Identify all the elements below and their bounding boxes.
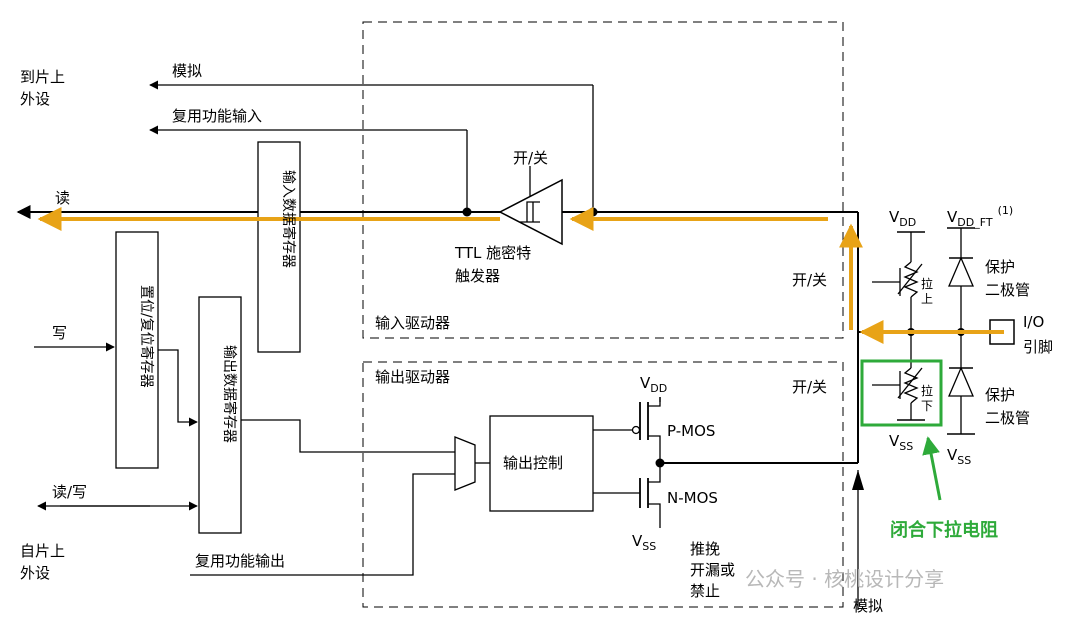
input-driver-box [362, 21, 844, 339]
pmos-transistor [631, 397, 661, 463]
nmos-transistor [639, 463, 661, 528]
label-nmos: N-MOS [667, 489, 718, 507]
label-pull-up-1: 拉 [921, 276, 933, 291]
label-read: 读 [55, 189, 70, 207]
output-driver-box [362, 361, 844, 608]
label-pull-down-1: 拉 [921, 383, 933, 398]
label-vdd-out: VDD [640, 374, 667, 395]
label-vdd-right: VDD [889, 208, 916, 229]
label-protect-diode-top-1: 保护 [985, 258, 1015, 276]
label-ttl-2: 触发器 [455, 267, 500, 285]
pull-down-resistor [872, 332, 925, 421]
label-input-data-register: 输入数据寄存器 [280, 170, 297, 268]
pull-up-resistor [872, 231, 925, 332]
label-set-reset-register: 置位/复位寄存器 [138, 285, 155, 388]
set-reset-register [115, 231, 159, 469]
label-io-1: I/O [1023, 313, 1044, 331]
label-output-control: 输出控制 [503, 454, 563, 472]
label-io-2: 引脚 [1023, 338, 1053, 356]
label-push-pull-1: 推挽 [690, 540, 720, 558]
annotation-arrow [922, 436, 942, 501]
output-control-block [489, 415, 594, 512]
label-protect-diode-bot-2: 二极管 [985, 409, 1030, 427]
label-protect-diode-bot-1: 保护 [985, 386, 1015, 404]
label-push-pull-3: 禁止 [690, 582, 720, 600]
label-vss-pd: VSS [889, 432, 913, 453]
label-alt-func-out: 复用功能输出 [195, 552, 285, 570]
protection-diode-top [947, 227, 975, 332]
annotation-pull-down: 闭合下拉电阻 [890, 519, 998, 541]
label-ttl-1: TTL 施密特 [454, 244, 531, 262]
label-from-peripheral-2: 外设 [20, 564, 50, 582]
input-data-register [257, 141, 301, 353]
label-pmos: P-MOS [667, 422, 715, 440]
label-vss-diode: VSS [947, 446, 971, 467]
protection-diode-bottom [947, 332, 975, 435]
label-from-peripheral-1: 自片上 [20, 542, 65, 560]
label-input-driver: 输入驱动器 [375, 314, 450, 332]
label-switch-top: 开/关 [513, 149, 548, 167]
pull-down-highlight [860, 359, 943, 427]
label-pull-up-2: 上 [921, 292, 933, 306]
label-analog: 模拟 [172, 62, 202, 80]
label-vss-out: VSS [632, 532, 656, 553]
schmitt-trigger [498, 166, 563, 246]
label-write: 写 [52, 324, 67, 342]
label-to-peripheral-1: 到片上 [20, 68, 65, 86]
output-data-register [198, 296, 242, 534]
label-pull-down-2: 下 [921, 399, 933, 413]
label-alt-func-in: 复用功能输入 [172, 107, 262, 125]
input-signal-path [37, 207, 1004, 344]
label-output-driver: 输出驱动器 [375, 368, 450, 386]
label-push-pull-2: 开漏或 [690, 561, 735, 579]
label-protect-diode-top-2: 二极管 [985, 281, 1030, 299]
label-switch-out: 开/关 [792, 378, 827, 396]
label-switch-mid: 开/关 [792, 271, 827, 289]
label-output-data-register: 输出数据寄存器 [221, 345, 238, 443]
label-to-peripheral-2: 外设 [20, 90, 50, 108]
watermark: 公众号 · 核桃设计分享 [745, 567, 944, 591]
label-read-write: 读/写 [52, 483, 87, 501]
label-vdd-ft: VDD_FT(1) [947, 204, 1013, 229]
output-mux [454, 436, 476, 491]
label-analog-bottom: 模拟 [853, 597, 883, 615]
